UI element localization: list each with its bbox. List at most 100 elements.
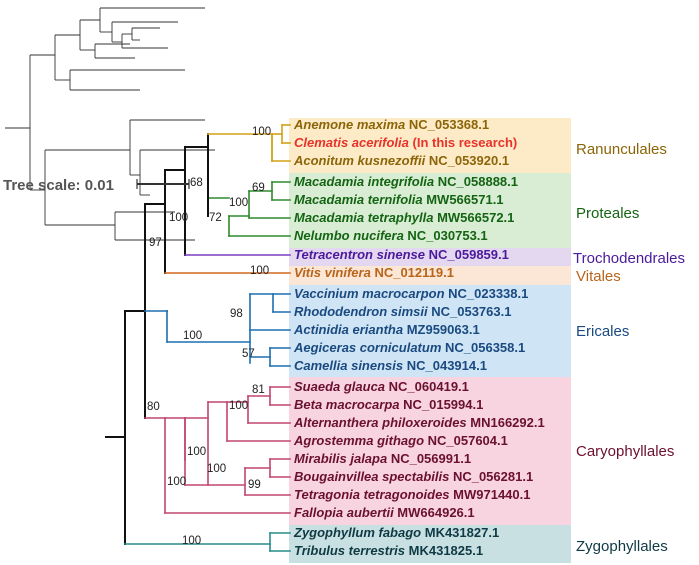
taxon-species-name: Rhododendron simsii	[294, 304, 428, 319]
bootstrap-value: 72	[209, 212, 222, 224]
band-vitales	[289, 266, 571, 285]
taxon-accession: NC_043914.1	[403, 358, 487, 373]
taxon-species-name: Macadamia ternifolia	[294, 192, 423, 207]
taxon-species-name: Tetragonia tetragonoides	[294, 487, 450, 502]
taxon-label: Aconitum kusnezoffii NC_053920.1	[293, 153, 509, 168]
taxon-species-name: Aegiceras corniculatum	[293, 340, 442, 355]
bootstrap-value: 99	[248, 479, 261, 491]
taxon-species-name: Aconitum kusnezoffii	[293, 153, 426, 168]
bootstrap-value: 100	[229, 400, 248, 412]
taxon-label: Macadamia integrifolia NC_058888.1	[294, 174, 518, 189]
taxon-species-name: Bougainvillea spectabilis	[294, 469, 449, 484]
taxon-label: Anemone maxima NC_053368.1	[293, 117, 489, 132]
bootstrap-value: 100	[183, 330, 202, 342]
taxon-accession: NC_053920.1	[425, 153, 509, 168]
taxon-species-name: Tetracentron sinense	[294, 247, 425, 262]
taxon-accession: MK431827.1	[421, 525, 499, 540]
taxon-species-name: Actinidia eriantha	[293, 322, 403, 337]
order-label-ericales: Ericales	[576, 323, 629, 340]
taxon-accession: NC_056358.1	[441, 340, 525, 355]
taxon-accession: MW566572.1	[433, 210, 514, 225]
bootstrap-value: 98	[230, 308, 243, 320]
taxon-label: Mirabilis jalapa NC_056991.1	[294, 451, 471, 466]
bootstrap-value: 80	[147, 401, 160, 413]
taxon-species-name: Macadamia integrifolia	[294, 174, 434, 189]
taxon-label: Agrostemma githago NC_057604.1	[293, 433, 508, 448]
taxon-accession: MW664926.1	[394, 505, 475, 520]
taxon-species-name: Mirabilis jalapa	[294, 451, 387, 466]
taxon-accession: MK431825.1	[405, 543, 483, 558]
bootstrap-value: 68	[190, 177, 203, 189]
order-label-proteales: Proteales	[576, 205, 639, 222]
band-caryophyllales	[289, 377, 571, 525]
tree-scale: Tree scale: 0.01	[3, 177, 190, 194]
taxon-accession: NC_056991.1	[387, 451, 471, 466]
order-label-caryophyllales: Caryophyllales	[576, 443, 674, 460]
bootstrap-value: 100	[250, 265, 269, 277]
order-label-zygophyllales: Zygophyllales	[576, 538, 668, 555]
taxon-species-name: Macadamia tetraphylla	[294, 210, 433, 225]
taxon-species-name: Zygophyllum fabago	[293, 525, 421, 540]
taxon-label: Aegiceras corniculatum NC_056358.1	[293, 340, 525, 355]
outgroup-tree	[5, 7, 215, 241]
taxon-accession: MZ959063.1	[403, 322, 480, 337]
bootstrap-value: 100	[229, 197, 248, 209]
taxon-label: Fallopia aubertii MW664926.1	[294, 505, 475, 520]
taxon-label: Bougainvillea spectabilis NC_056281.1	[294, 469, 533, 484]
ingroup-tree	[105, 124, 291, 552]
taxon-label: Macadamia tetraphylla MW566572.1	[294, 210, 514, 225]
order-label-vitales: Vitales	[576, 268, 621, 285]
taxon-accession: NC_060419.1	[385, 379, 469, 394]
taxon-label: Actinidia eriantha MZ959063.1	[293, 322, 480, 337]
taxon-accession: MN166292.1	[467, 415, 545, 430]
taxon-accession: NC_059859.1	[425, 247, 509, 262]
band-zygophyllales	[289, 525, 571, 563]
bootstrap-value: 100	[182, 535, 201, 547]
taxon-accession: MW566571.1	[423, 192, 504, 207]
taxon-species-name: Suaeda glauca	[294, 379, 385, 394]
taxon-label: Nelumbo nucifera NC_030753.1	[294, 228, 488, 243]
taxon-label: Tribulus terrestris MK431825.1	[294, 543, 483, 558]
taxon-species-name: Alternanthera philoxeroides	[293, 415, 467, 430]
taxon-label: Beta macrocarpa NC_015994.1	[294, 397, 483, 412]
taxon-label: Tetracentron sinense NC_059859.1	[294, 247, 509, 262]
bootstrap-value: 100	[187, 446, 206, 458]
bootstrap-values: 100 68 69 100 72 100 97 100 98 100 57 10…	[147, 126, 271, 547]
taxon-label: Vaccinium macrocarpon NC_023338.1	[294, 286, 528, 301]
taxon-accession: NC_012119.1	[371, 265, 454, 280]
taxon-accession: NC_053763.1	[428, 304, 512, 319]
taxon-accession: (In this research)	[409, 135, 517, 150]
band-proteales	[289, 173, 571, 248]
bootstrap-value: 100	[169, 212, 188, 224]
bootstrap-value: 97	[149, 237, 162, 249]
bootstrap-value: 81	[252, 384, 265, 396]
taxon-accession: NC_023338.1	[445, 286, 529, 301]
taxon-accession: NC_057604.1	[424, 433, 508, 448]
taxon-species-name: Camellia sinensis	[294, 358, 403, 373]
taxon-accession: NC_056281.1	[449, 469, 533, 484]
bootstrap-value: 57	[242, 348, 255, 360]
taxon-label: Zygophyllum fabago MK431827.1	[293, 525, 499, 540]
taxon-species-name: Vitis vinifera	[294, 265, 371, 280]
taxon-label: Vitis vinifera NC_012119.1	[294, 265, 454, 280]
taxon-species-name: Nelumbo nucifera	[294, 228, 404, 243]
taxon-label: Camellia sinensis NC_043914.1	[294, 358, 487, 373]
taxon-species-name: Tribulus terrestris	[294, 543, 405, 558]
taxon-label: Rhododendron simsii NC_053763.1	[294, 304, 511, 319]
bootstrap-value: 100	[207, 463, 226, 475]
taxon-accession: MW971440.1	[450, 487, 531, 502]
taxon-accession: NC_030753.1	[404, 228, 488, 243]
taxon-species-name: Anemone maxima	[293, 117, 405, 132]
order-label-trochodendrales: Trochodendrales	[573, 250, 685, 267]
taxon-label: Tetragonia tetragonoides MW971440.1	[294, 487, 530, 502]
band-ranunculales	[289, 118, 571, 173]
taxon-accession: NC_058888.1	[434, 174, 518, 189]
taxon-species-name: Agrostemma githago	[293, 433, 424, 448]
taxon-species-name: Clematis acerifolia	[294, 135, 409, 150]
bootstrap-value: 100	[252, 126, 271, 138]
taxon-accession: NC_015994.1	[400, 397, 484, 412]
taxon-label: Alternanthera philoxeroides MN166292.1	[293, 415, 545, 430]
taxon-accession: NC_053368.1	[405, 117, 489, 132]
